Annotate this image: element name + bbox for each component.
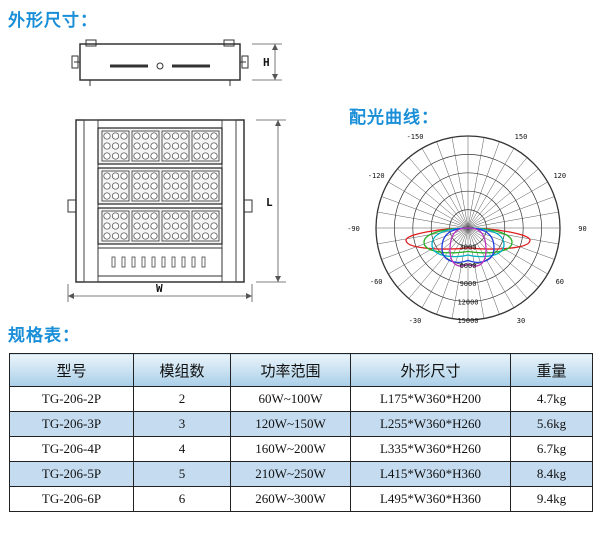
cell-dimensions: L335*W360*H260 [350,436,511,462]
driver-box-vents [111,256,206,268]
angle-label: -30 [409,317,422,325]
angle-label: 150 [515,133,528,141]
table-row: TG-206-6P 6 260W~300W L495*W360*H360 9.4… [9,486,593,512]
cell-model: TG-206-6P [9,486,134,512]
angle-label: -120 [368,172,385,180]
cell-model: TG-206-3P [9,411,134,437]
radial-scale-label: 12000 [457,299,478,307]
angle-label: -/+180 [455,126,480,127]
angle-label: -150 [407,133,424,141]
cyan-curve [431,227,505,258]
photometric-curves [405,227,531,267]
angle-label: 30 [517,317,525,325]
header-weight: 重量 [510,353,593,387]
cell-module-count: 3 [133,411,231,437]
table-row: TG-206-3P 3 120W~150W L255*W360*H260 5.6… [9,411,593,437]
header-module-count: 模组数 [133,353,231,387]
spec-table-heading: 规格表： [8,326,80,346]
cell-power-range: 260W~300W [230,486,351,512]
cell-dimensions: L255*W360*H260 [350,411,511,437]
cell-power-range: 160W~200W [230,436,351,462]
header-dimensions: 外形尺寸 [350,353,511,387]
cell-module-count: 5 [133,461,231,487]
cell-module-count: 6 [133,486,231,512]
angle-label: -60 [370,278,383,286]
table-row: TG-206-2P 2 60W~100W L175*W360*H200 4.7k… [9,386,593,412]
led-modules [97,127,223,245]
angle-label: 90 [578,225,586,233]
l-dimension-label: L [266,196,273,209]
front-view-drawing: W L [67,119,286,302]
cell-power-range: 210W~250W [230,461,351,487]
light-curve-heading: 配光曲线： [349,108,439,128]
cell-weight: 9.4kg [510,486,593,512]
cell-module-count: 4 [133,436,231,462]
side-view-drawing: H [71,39,282,86]
table-row: TG-206-4P 4 160W~200W L335*W360*H260 6.7… [9,436,593,462]
h-dimension-label: H [263,56,270,69]
header-power-range: 功率范围 [230,353,351,387]
cell-dimensions: L175*W360*H200 [350,386,511,412]
cell-model: TG-206-5P [9,461,134,487]
cell-weight: 4.7kg [510,386,593,412]
cell-model: TG-206-4P [9,436,134,462]
blue-curve [441,227,495,263]
red-curve [405,227,531,250]
angle-label: -90 [347,225,360,233]
cell-power-range: 120W~150W [230,411,351,437]
radial-scale-label: 3000 [460,243,477,251]
polar-labels: 3000 6000 9000 12000 15000 -/+180 -150 150 -120 1… [347,126,587,325]
table-header-row: 型号 模组数 功率范围 外形尺寸 重量 [9,353,593,387]
radial-scale-label: 15000 [457,317,478,325]
radial-scale-label: 9000 [460,280,477,288]
cell-weight: 5.6kg [510,411,593,437]
cell-weight: 8.4kg [510,461,593,487]
green-curve [423,227,513,254]
light-distribution-polar-diagram: 3000 6000 9000 12000 15000 -/+180 -150 150 -120 1… [347,126,587,325]
cell-model: TG-206-2P [9,386,134,412]
cell-weight: 6.7kg [510,436,593,462]
table-row: TG-206-5P 5 210W~250W L415*W360*H360 8.4… [9,461,593,487]
dimensions-heading: 外形尺寸： [8,11,98,31]
cell-dimensions: L415*W360*H360 [350,461,511,487]
cell-power-range: 60W~100W [230,386,351,412]
cell-module-count: 2 [133,386,231,412]
angle-label: 120 [553,172,566,180]
magenta-curve [449,227,487,267]
cell-dimensions: L495*W360*H360 [350,486,511,512]
header-model: 型号 [9,353,134,387]
radial-scale-label: 6000 [460,262,477,270]
spec-table: 型号 模组数 功率范围 外形尺寸 重量 TG-206-2P 2 60W~100W… [9,353,593,512]
w-dimension-label: W [156,282,163,295]
angle-label: 60 [556,278,564,286]
